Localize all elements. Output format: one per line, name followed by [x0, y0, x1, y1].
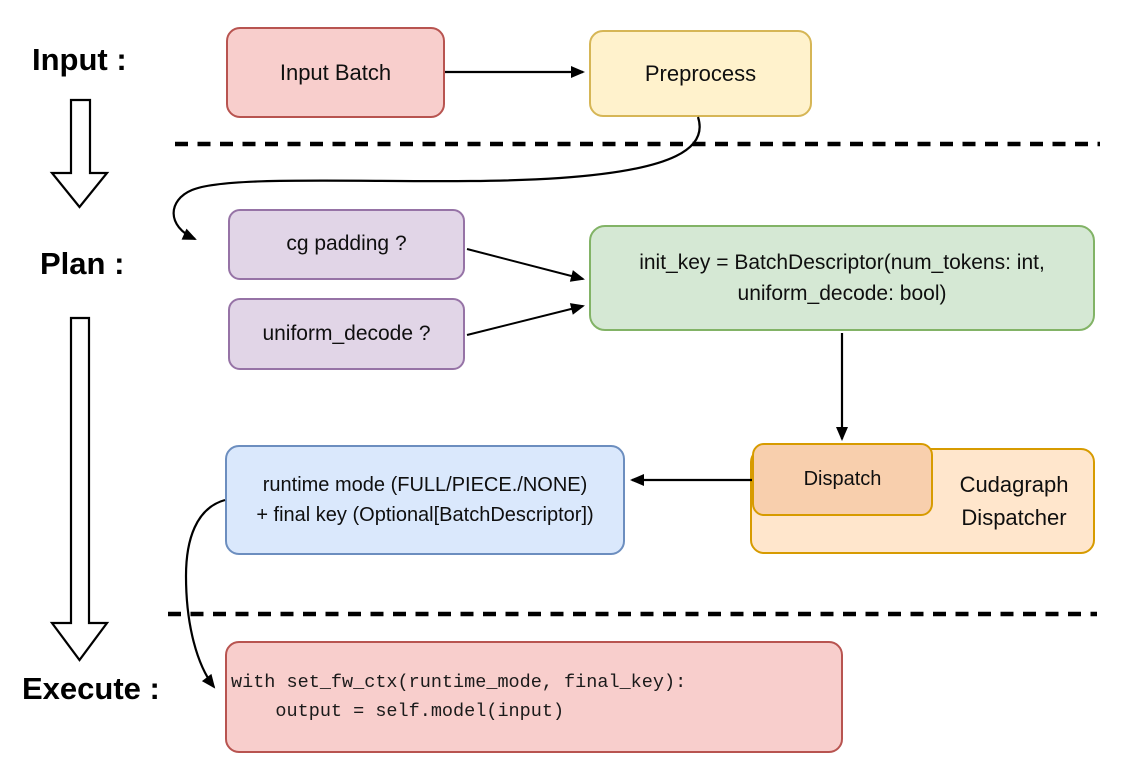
arrow-uniformdecode-to-initkey	[466, 303, 585, 336]
node-init-key-line2: uniform_decode: bool)	[737, 282, 947, 305]
node-input-batch: Input Batch	[226, 27, 445, 118]
section-label-input: Input :	[32, 42, 127, 77]
node-execute-code: with set_fw_ctx(runtime_mode, final_key)…	[225, 641, 843, 753]
node-dispatch: Dispatch	[752, 443, 933, 516]
node-uniform-decode: uniform_decode ?	[228, 298, 465, 370]
execute-code-line2: output = self.model(input)	[231, 701, 565, 722]
node-init-key: init_key = BatchDescriptor(num_tokens: i…	[589, 225, 1095, 331]
node-cg-padding-label: cg padding ?	[286, 232, 407, 256]
section-label-plan: Plan :	[40, 246, 125, 281]
execute-code-line1: with set_fw_ctx(runtime_mode, final_key)…	[231, 672, 687, 693]
node-runtime-mode-line1: runtime mode (FULL/PIECE./NONE)	[262, 474, 588, 496]
node-preprocess-label: Preprocess	[644, 60, 757, 86]
node-runtime-mode-line2: + final key (Optional[BatchDescriptor])	[256, 504, 594, 526]
cudagraph-dispatcher-line2: Dispatcher	[961, 505, 1067, 530]
cudagraph-dispatcher-line1: Cudagraph	[959, 472, 1069, 497]
node-preprocess: Preprocess	[589, 30, 812, 117]
curve-runtimemode-to-execute	[184, 498, 226, 689]
node-cg-padding: cg padding ?	[228, 209, 465, 280]
block-arrow-input-to-plan	[49, 98, 110, 209]
section-label-execute: Execute :	[22, 671, 160, 706]
node-input-batch-label: Input Batch	[279, 59, 392, 85]
block-arrow-plan-to-execute	[49, 316, 110, 662]
node-cudagraph-dispatcher-label: Cudagraph Dispatcher	[933, 448, 1095, 554]
node-init-key-line1: init_key = BatchDescriptor(num_tokens: i…	[639, 251, 1045, 274]
node-runtime-mode: runtime mode (FULL/PIECE./NONE) + final …	[225, 445, 625, 555]
arrow-cgpadding-to-initkey	[466, 248, 585, 282]
node-dispatch-label: Dispatch	[803, 468, 882, 490]
node-uniform-decode-label: uniform_decode ?	[262, 321, 431, 345]
